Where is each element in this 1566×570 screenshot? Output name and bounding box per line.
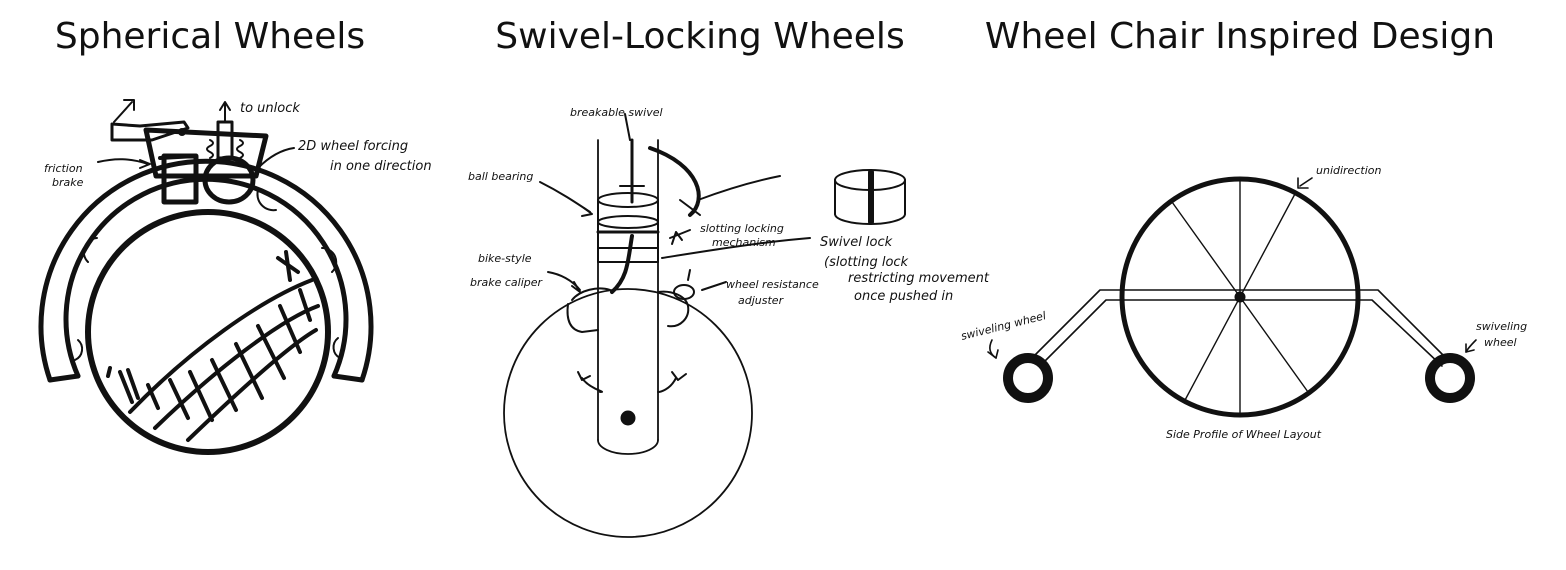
annotation-side-profile: Side Profile of Wheel Layout bbox=[1166, 428, 1322, 441]
swivel-wheel-left bbox=[1003, 353, 1053, 403]
housing-outer-arc bbox=[38, 158, 374, 383]
annotation-wheel-forcing-2: in one direction bbox=[330, 159, 432, 174]
swivel-locking-sketch bbox=[503, 113, 906, 538]
spherical-wheel-sketch bbox=[38, 99, 374, 455]
annotation-friction-brake-2: brake bbox=[52, 176, 84, 189]
annotation-slotting-mechanism: mechanism bbox=[712, 236, 776, 249]
panel-spherical-wheels: Spherical Wheels bbox=[0, 0, 420, 570]
swivel-wheel-right bbox=[1425, 353, 1475, 403]
annotation-swivel-lock-2: (slotting lock bbox=[824, 255, 909, 270]
annotation-brake-caliper: brake caliper bbox=[470, 276, 544, 289]
axle bbox=[620, 410, 636, 426]
spherical-ball bbox=[85, 209, 331, 455]
panel-title: Spherical Wheels bbox=[54, 16, 366, 57]
panel-title: Swivel-Locking Wheels bbox=[495, 16, 905, 57]
panel-swivel-locking-wheels: Swivel-Locking Wheels bbox=[440, 0, 960, 570]
housing-inner-arc bbox=[63, 176, 349, 379]
frame bbox=[1029, 289, 1449, 361]
annotation-wheel-resistance: wheel resistance bbox=[726, 278, 819, 291]
brake-housing bbox=[143, 127, 269, 179]
release-lever bbox=[110, 120, 190, 142]
annotation-unidirection: unidirection bbox=[1316, 164, 1381, 177]
annotation-unlock: to unlock bbox=[240, 101, 300, 116]
annotation-swivel-lock: Swivel lock bbox=[820, 235, 893, 250]
wheelchair-sketch bbox=[987, 176, 1477, 418]
annotation-swiveling-right-2: wheel bbox=[1484, 336, 1517, 349]
panel-title: Wheel Chair Inspired Design bbox=[984, 16, 1496, 57]
panel-wheelchair-design: Wheel Chair Inspired Design bbox=[960, 0, 1520, 570]
annotation-breakable-swivel: breakable swivel bbox=[570, 106, 663, 119]
annotation-swivel-lock-4: once pushed in bbox=[854, 289, 953, 304]
annotation-friction-brake: friction bbox=[44, 162, 83, 175]
annotation-swivel-lock-3: restricting movement bbox=[848, 271, 990, 286]
annotation-swiveling-wheel-left: swiveling wheel bbox=[960, 309, 1048, 343]
annotation-wheel-forcing: 2D wheel forcing bbox=[298, 139, 408, 154]
brake-caliper bbox=[566, 287, 611, 333]
annotation-swiveling-right: swiveling bbox=[1476, 320, 1527, 333]
swivel-wheel bbox=[503, 288, 753, 538]
annotation-bike-style: bike-style bbox=[478, 252, 532, 265]
annotation-ball-bearing: ball bearing bbox=[468, 170, 533, 183]
annotation-slotting-locking: slotting locking bbox=[700, 222, 784, 235]
annotation-adjuster: adjuster bbox=[738, 294, 785, 307]
ball-crosshatch bbox=[106, 250, 320, 442]
